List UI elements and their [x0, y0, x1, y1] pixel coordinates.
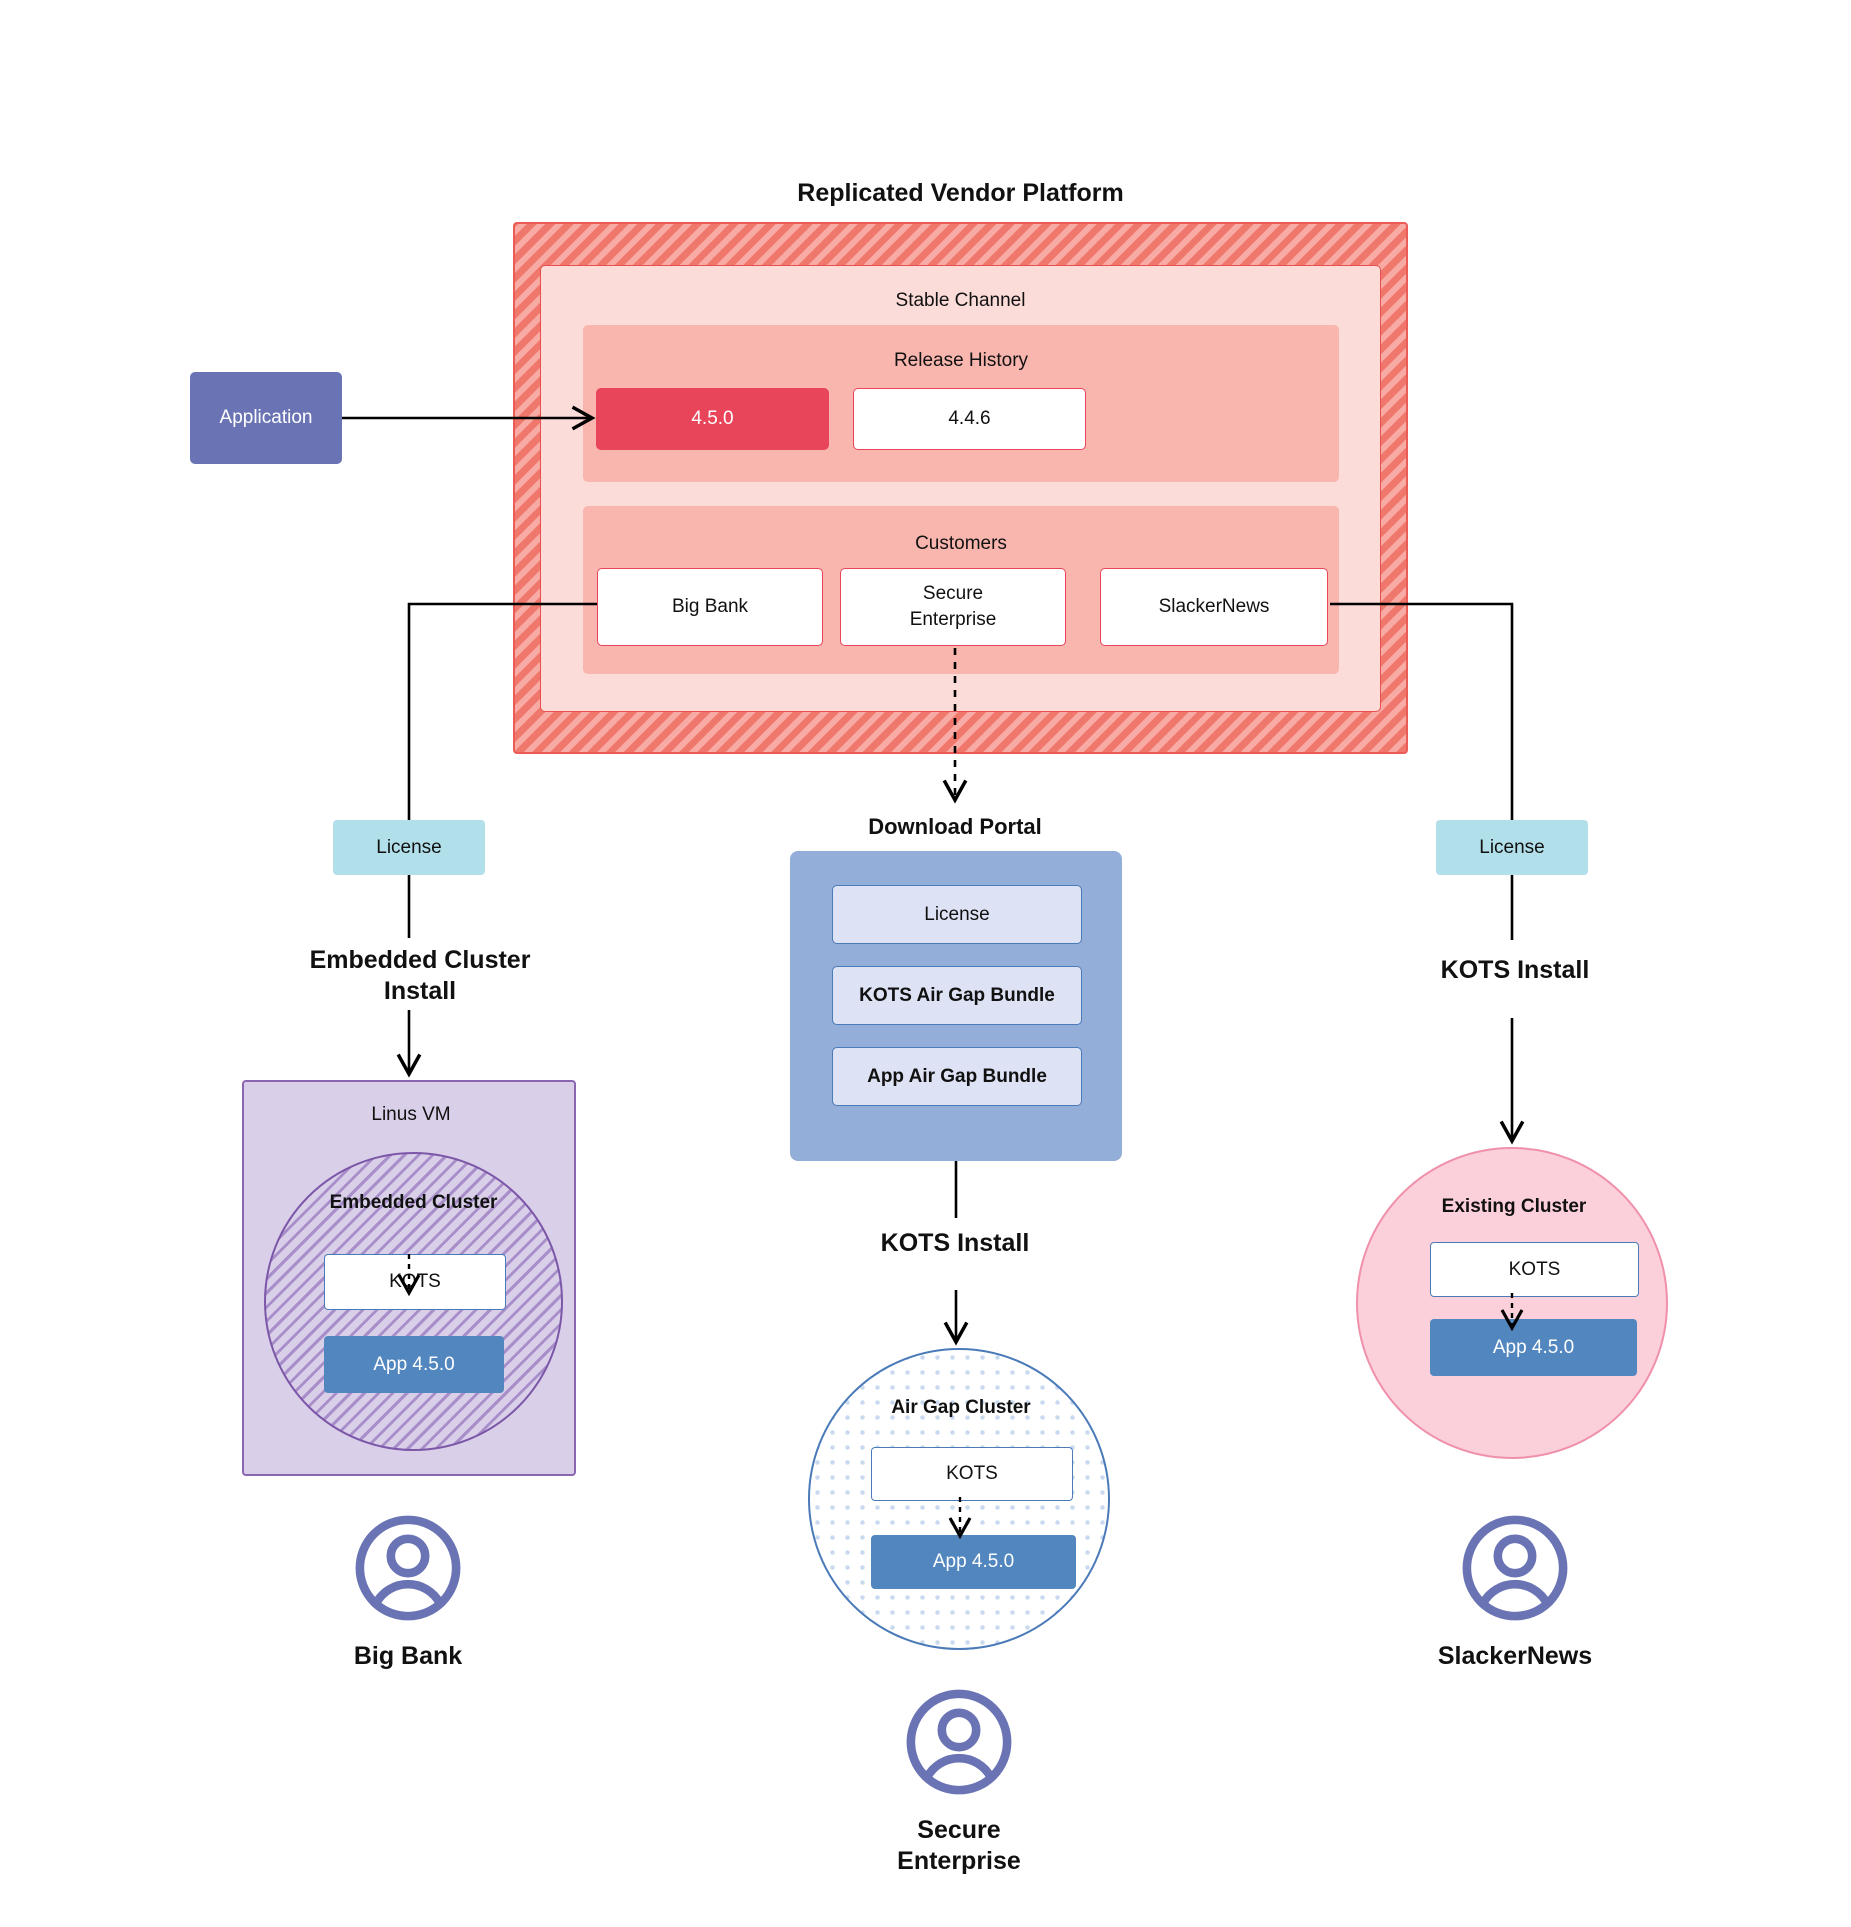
airgap-kots-box[interactable]: KOTS: [871, 1447, 1073, 1501]
user-avatar-icon: [906, 1689, 1012, 1795]
application-node[interactable]: Application: [190, 372, 342, 464]
portal-item-label: KOTS Air Gap Bundle: [859, 984, 1055, 1006]
customer-chip-big-bank[interactable]: Big Bank: [597, 568, 823, 646]
embedded-cluster-circle: Embedded Cluster KOTS App 4.5.0: [264, 1152, 563, 1451]
license-badge-left[interactable]: License: [333, 820, 485, 875]
platform-title: Replicated Vendor Platform: [797, 179, 1124, 207]
edge-label-kots-install-right: KOTS Install: [1440, 956, 1590, 984]
license-badge-right[interactable]: License: [1436, 820, 1588, 875]
user-avatar-icon: [1462, 1515, 1568, 1621]
download-portal-title: Download Portal: [868, 814, 1042, 839]
app-version-label: App 4.5.0: [1492, 1336, 1575, 1358]
license-label: License: [376, 836, 442, 858]
app-version-label: App 4.5.0: [932, 1551, 1015, 1573]
air-gap-cluster-circle: Air Gap Cluster KOTS App 4.5.0: [808, 1348, 1110, 1650]
release-chip-previous[interactable]: 4.4.6: [853, 388, 1086, 450]
license-label: License: [1479, 836, 1545, 858]
portal-item-app-air-gap-bundle[interactable]: App Air Gap Bundle: [832, 1047, 1082, 1106]
portal-item-label: App Air Gap Bundle: [867, 1065, 1047, 1087]
kots-label: KOTS: [1508, 1258, 1561, 1280]
kots-label: KOTS: [946, 1463, 998, 1485]
embedded-app-box[interactable]: App 4.5.0: [324, 1336, 504, 1393]
existing-kots-box[interactable]: KOTS: [1430, 1242, 1639, 1297]
portal-item-label: License: [924, 903, 990, 925]
edge-label-kots-install-center: KOTS Install: [880, 1229, 1030, 1257]
portal-item-kots-air-gap-bundle[interactable]: KOTS Air Gap Bundle: [832, 966, 1082, 1025]
existing-cluster-circle: Existing Cluster KOTS App 4.5.0: [1356, 1147, 1668, 1459]
application-label: Application: [219, 407, 313, 429]
release-history-title: Release History: [893, 350, 1029, 371]
embedded-cluster-title: Embedded Cluster: [329, 1192, 498, 1213]
embedded-kots-box[interactable]: KOTS: [324, 1254, 506, 1310]
app-version-label: App 4.5.0: [373, 1353, 455, 1375]
customer-name-label: SlackerNews: [1158, 596, 1270, 618]
release-chip-current[interactable]: 4.5.0: [596, 388, 829, 450]
persona-label-slackernews: SlackerNews: [1437, 1642, 1593, 1670]
release-version-label: 4.5.0: [691, 408, 734, 430]
airgap-app-box[interactable]: App 4.5.0: [871, 1535, 1076, 1589]
customer-name-label: Big Bank: [671, 596, 749, 618]
release-version-label: 4.4.6: [948, 408, 991, 430]
existing-cluster-title: Existing Cluster: [1441, 1196, 1587, 1217]
linux-vm-container: Linus VM Embedded Cluster KOTS App 4.5.0: [242, 1080, 576, 1476]
linux-vm-title: Linus VM: [371, 1104, 451, 1125]
kots-label: KOTS: [389, 1271, 441, 1293]
existing-app-box[interactable]: App 4.5.0: [1430, 1319, 1637, 1376]
user-avatar-icon: [355, 1515, 461, 1621]
portal-item-license[interactable]: License: [832, 885, 1082, 944]
stable-channel-title: Stable Channel: [895, 290, 1026, 311]
download-portal-container: License KOTS Air Gap Bundle App Air Gap …: [790, 851, 1122, 1161]
air-gap-cluster-title: Air Gap Cluster: [891, 1397, 1031, 1418]
customer-chip-slackernews[interactable]: SlackerNews: [1100, 568, 1328, 646]
persona-label-big-bank: Big Bank: [353, 1642, 463, 1670]
customers-title: Customers: [915, 533, 1007, 554]
